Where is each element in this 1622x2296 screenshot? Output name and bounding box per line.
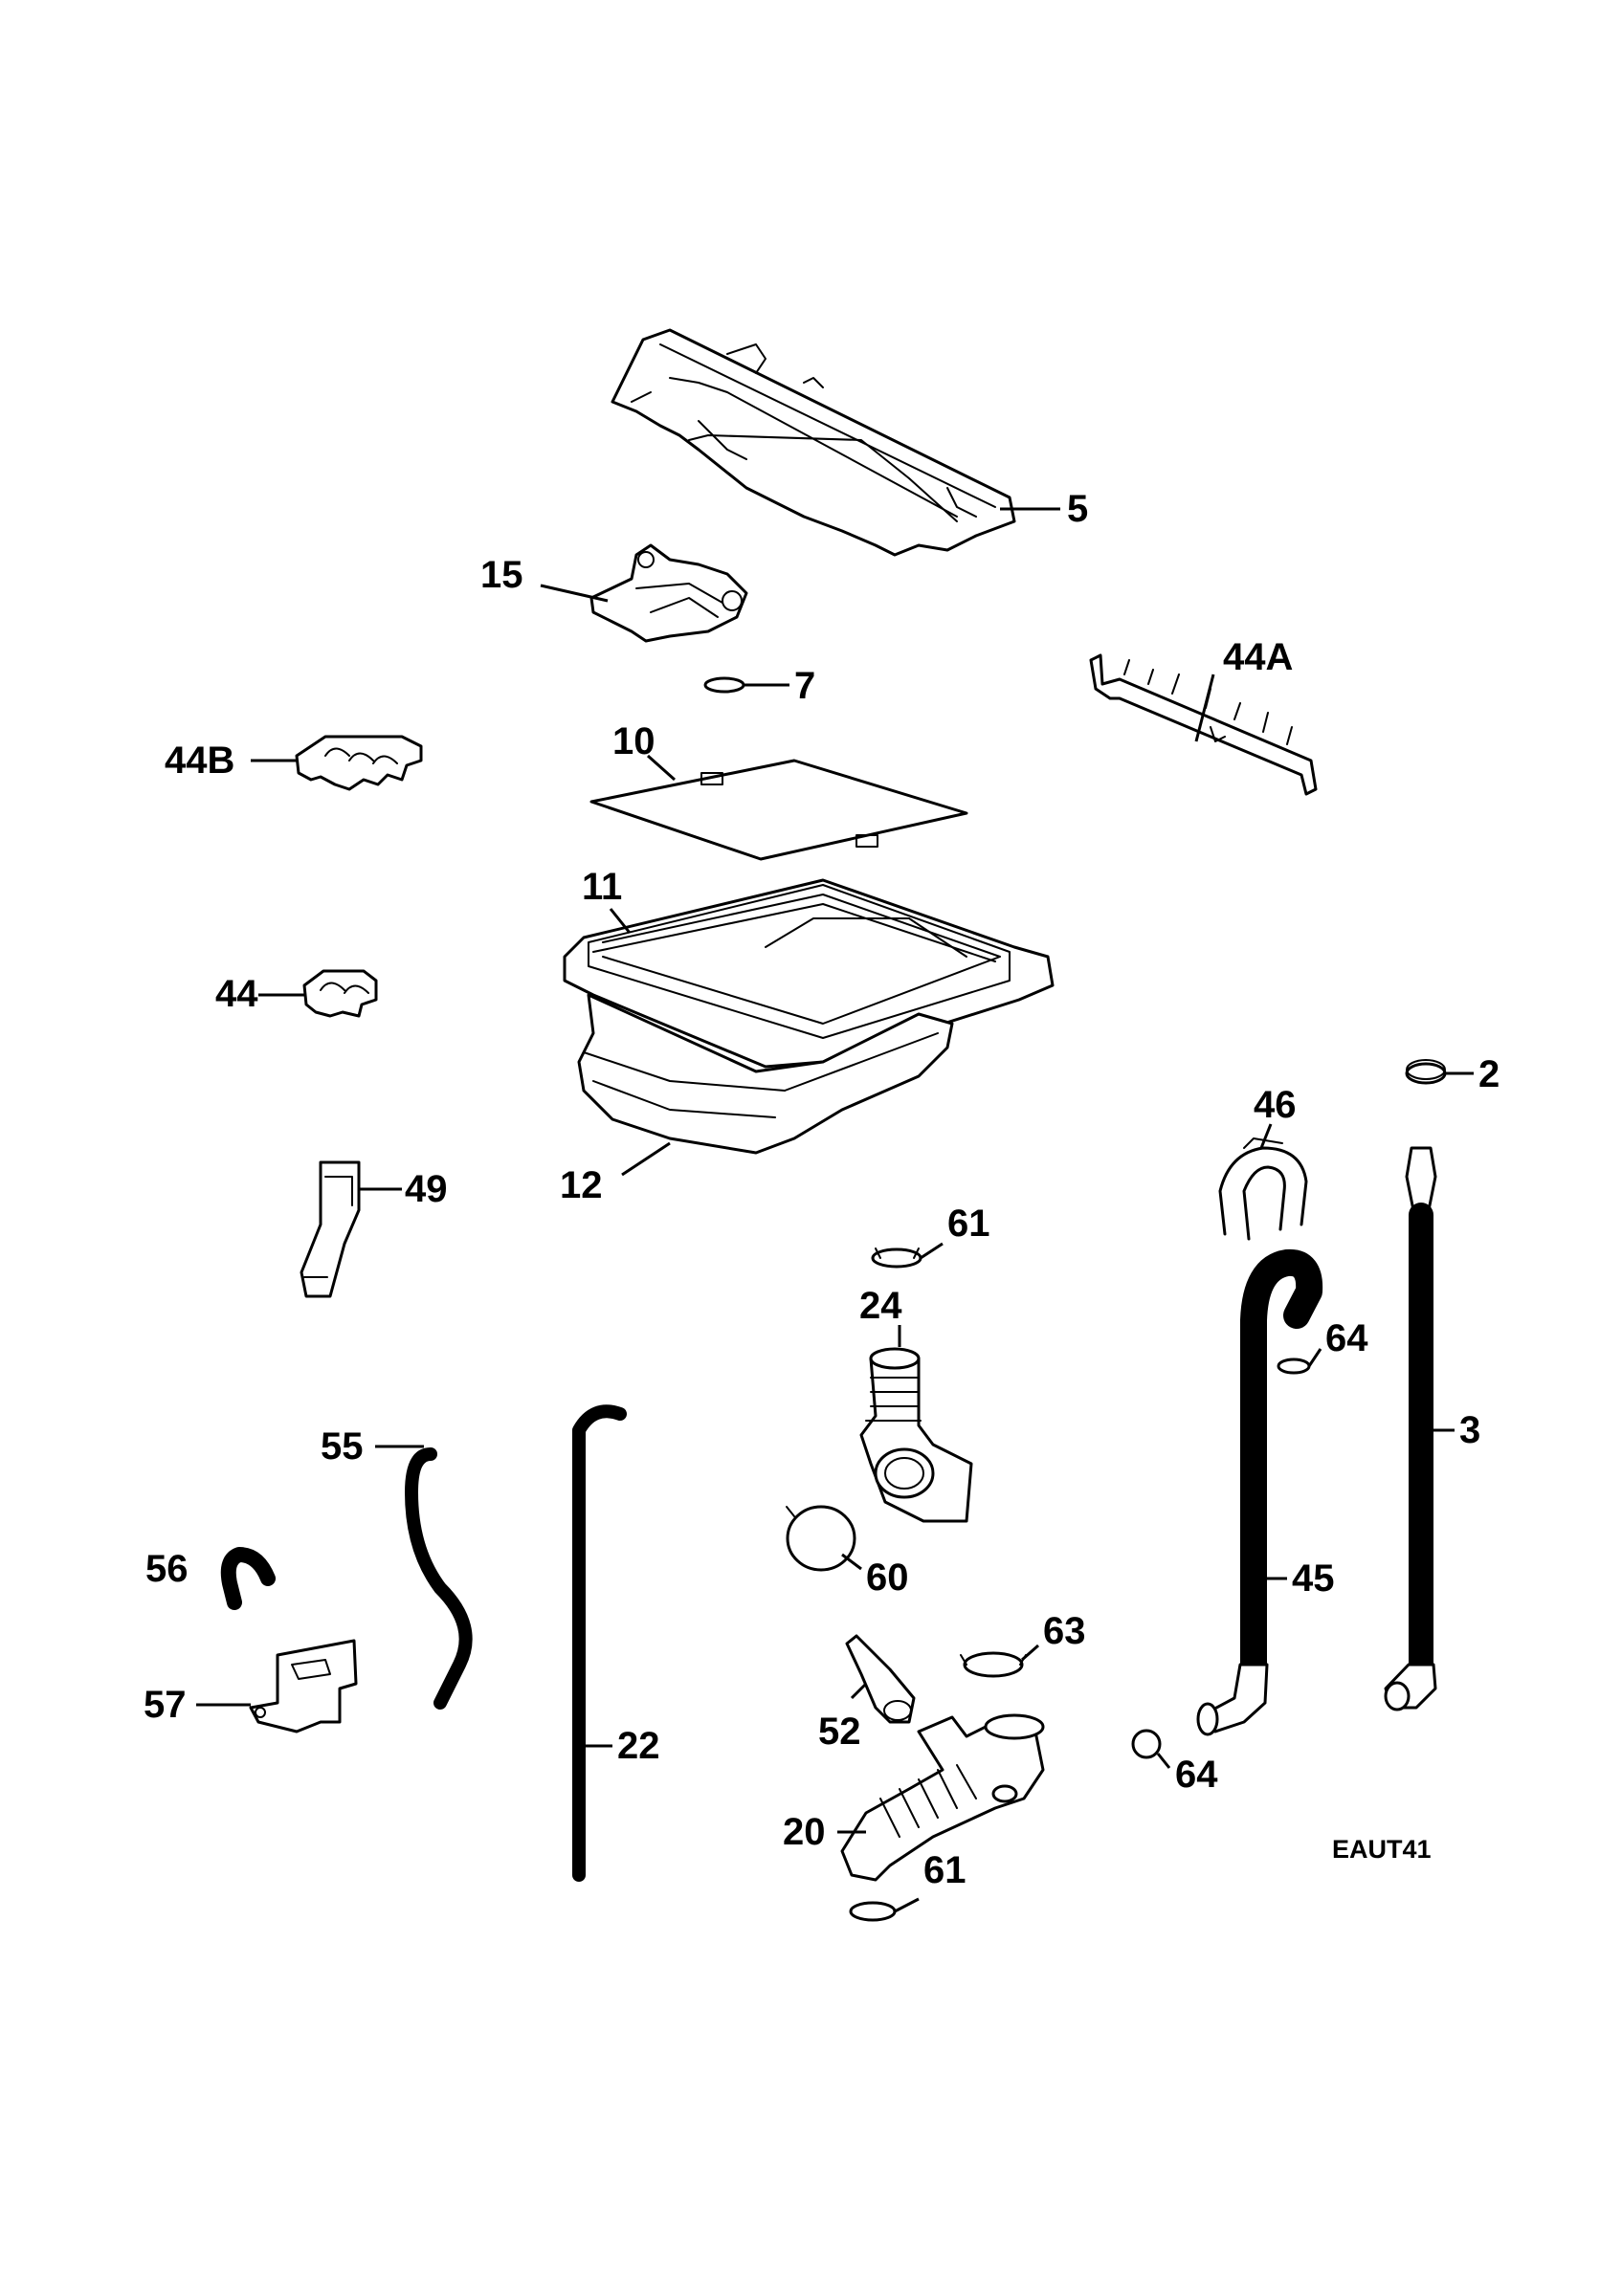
- part-2-cap: [1405, 1059, 1447, 1085]
- part-52-valve-fitting: [845, 1634, 916, 1724]
- label-part-7: 7: [794, 665, 815, 707]
- label-part-10: 10: [612, 720, 655, 762]
- label-part-20: 20: [783, 1811, 826, 1853]
- part-55-hose: [405, 1447, 473, 1710]
- part-7-o-ring: [703, 676, 745, 694]
- label-part-22: 22: [617, 1725, 660, 1767]
- label-part-24: 24: [859, 1285, 902, 1327]
- label-part-46: 46: [1254, 1084, 1297, 1126]
- label-part-44a: 44A: [1223, 636, 1293, 678]
- part-44b-triple-clip: [295, 735, 423, 791]
- label-part-2: 2: [1478, 1053, 1500, 1095]
- label-part-12: 12: [560, 1164, 603, 1206]
- label-part-64-lower: 64: [1175, 1754, 1218, 1796]
- part-64-ring-upper: [1277, 1358, 1311, 1375]
- leader-lines: [196, 507, 1474, 1913]
- label-part-57: 57: [144, 1684, 187, 1726]
- part-12-bellows: [577, 993, 954, 1155]
- label-part-45: 45: [1292, 1557, 1335, 1600]
- part-3-inlet-hose: [1384, 1146, 1437, 1711]
- label-part-11: 11: [582, 866, 622, 908]
- part-49-bracket: [300, 1160, 361, 1298]
- part-46-hose-hook: [1218, 1137, 1308, 1241]
- label-part-61-upper: 61: [947, 1203, 990, 1245]
- label-part-44: 44: [215, 973, 258, 1015]
- part-45-drain-hose: [1196, 1248, 1323, 1736]
- part-5-top-rail: [611, 328, 1016, 557]
- part-57-mounting-bracket: [249, 1639, 358, 1733]
- label-part-63: 63: [1043, 1610, 1086, 1652]
- label-part-3: 3: [1459, 1409, 1480, 1451]
- part-24-pipe-elbow: [859, 1347, 973, 1523]
- part-64-ring-lower: [1131, 1729, 1162, 1759]
- part-15-dispenser-valve: [589, 543, 748, 643]
- part-60-large-clamp: [786, 1505, 856, 1572]
- label-part-5: 5: [1067, 488, 1088, 530]
- label-part-52: 52: [818, 1711, 861, 1753]
- label-part-55: 55: [321, 1425, 364, 1468]
- part-22-long-hose: [572, 1404, 627, 1882]
- label-part-44b: 44B: [165, 740, 234, 782]
- part-61-clamp-upper: [871, 1247, 922, 1269]
- diagram-reference-code: EAUT41: [1332, 1835, 1432, 1864]
- label-part-49: 49: [405, 1168, 448, 1210]
- label-part-61-lower: 61: [923, 1849, 967, 1891]
- label-part-64-upper: 64: [1325, 1317, 1368, 1359]
- label-part-60: 60: [866, 1556, 909, 1599]
- part-56-elbow-hose: [220, 1547, 276, 1610]
- part-44-clip: [302, 969, 378, 1018]
- label-part-15: 15: [480, 554, 523, 596]
- part-10-lid-plate: [589, 759, 968, 861]
- part-20-sump-hose: [840, 1713, 1045, 1882]
- part-63-clamp: [960, 1651, 1027, 1678]
- part-labels: 5 15 7 44A 44B 10 11 44 12 2 46 49 61 24…: [144, 488, 1500, 1891]
- label-part-56: 56: [145, 1548, 189, 1590]
- part-61-clamp-lower: [849, 1901, 897, 1922]
